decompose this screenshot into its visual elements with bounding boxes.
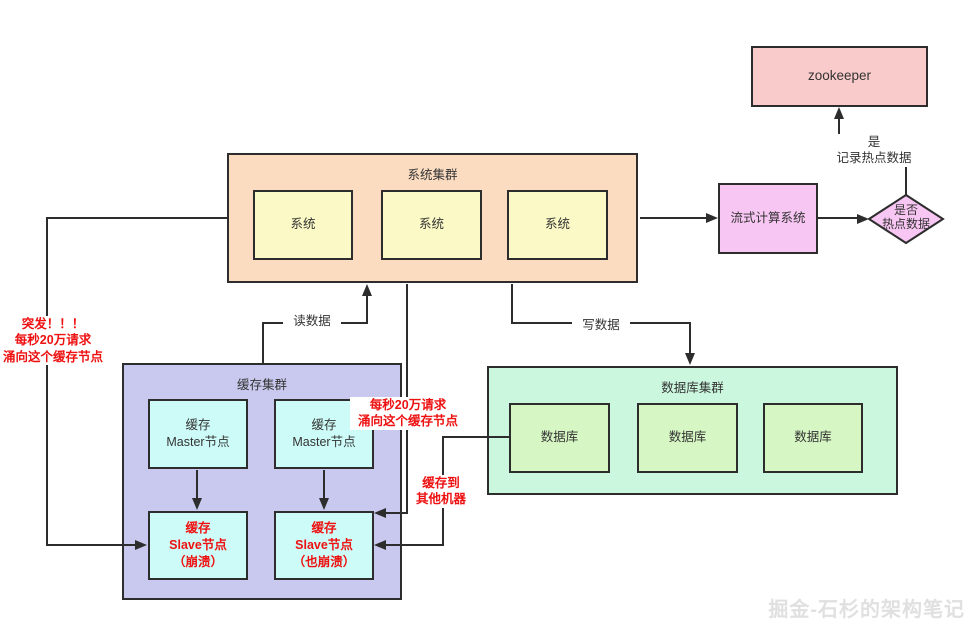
system-node-1: 系统	[253, 190, 353, 260]
database-node-2-label: 数据库	[668, 430, 707, 445]
connector-system-to-stream	[640, 213, 718, 223]
cache-master-1-line2: Master节点	[166, 435, 230, 449]
write-data-label: 写数据	[572, 317, 630, 334]
database-node-1: 数据库	[509, 403, 610, 473]
flood-line1: 每秒20万请求	[369, 398, 447, 412]
cache-slave-2-line2: Slave节点	[295, 538, 353, 553]
system-cluster-title: 系统集群	[407, 168, 458, 182]
read-data-label: 读数据	[283, 313, 341, 330]
zookeeper-label: zookeeper	[807, 68, 872, 84]
system-node-2: 系统	[381, 190, 482, 260]
cache-to-other-line2: 其他机器	[415, 492, 466, 507]
system-node-1-label: 系统	[290, 217, 316, 232]
cache-slave-1-line1: 缓存	[185, 521, 211, 536]
cache-to-other-line1: 缓存到	[422, 476, 460, 490]
cache-slave-1-line2: Slave节点	[169, 538, 227, 553]
flood-line2: 涌向这个缓存节点	[357, 414, 458, 429]
flood-annotation: 每秒20万请求 涌向这个缓存节点	[350, 397, 466, 430]
stream-computing-node: 流式计算系统	[718, 183, 818, 254]
arrowhead-up-icon	[362, 284, 372, 296]
decision-label: 是否 热点数据	[866, 203, 946, 232]
cache-slave-2-line3: （也崩溃）	[292, 554, 356, 569]
burst-line2: 每秒20万请求	[14, 333, 92, 348]
decision-label-line1: 是否	[893, 203, 918, 217]
yes-record-line2: 记录热点数据	[836, 151, 912, 166]
yes-record-line1: 是	[867, 135, 881, 149]
cache-master-1-line1: 缓存	[185, 417, 211, 432]
connector-stream-to-decision	[818, 214, 869, 224]
cache-master-2-line1: 缓存	[311, 417, 337, 432]
arrowhead-right-icon	[706, 213, 718, 223]
watermark: 掘金-石杉的架构笔记	[768, 599, 965, 621]
cache-slave-1-line3: （崩溃）	[172, 554, 223, 569]
database-node-2: 数据库	[637, 403, 738, 473]
cache-slave-2-line1: 缓存	[311, 521, 337, 536]
system-node-3-label: 系统	[544, 217, 570, 232]
burst-line3: 涌向这个缓存节点	[2, 349, 103, 364]
stream-computing-label: 流式计算系统	[730, 210, 806, 225]
cache-to-other-annotation: 缓存到 其他机器	[408, 475, 474, 508]
burst-annotation: 突发！！！ 每秒20万请求 涌向这个缓存节点	[0, 316, 108, 365]
burst-line1: 突发！！！	[21, 317, 85, 331]
database-node-3: 数据库	[763, 403, 863, 473]
cache-slave-node-1: 缓存 Slave节点 （崩溃）	[148, 511, 248, 580]
yes-record-label: 是 记录热点数据	[824, 134, 924, 167]
system-node-3: 系统	[507, 190, 608, 260]
arrowhead-down-icon	[685, 353, 695, 365]
decision-label-line2: 热点数据	[881, 216, 930, 231]
arrowhead-up-icon	[834, 107, 844, 119]
cache-master-node-1: 缓存 Master节点	[148, 399, 248, 469]
cache-slave-node-2: 缓存 Slave节点 （也崩溃）	[274, 511, 374, 580]
database-node-1-label: 数据库	[540, 430, 579, 445]
database-cluster-title: 数据库集群	[661, 381, 724, 395]
zookeeper-node: zookeeper	[751, 46, 928, 107]
cache-cluster-title: 缓存集群	[236, 378, 287, 392]
database-node-3-label: 数据库	[794, 430, 832, 445]
cache-master-2-line2: Master节点	[292, 435, 356, 449]
system-node-2-label: 系统	[418, 217, 444, 232]
